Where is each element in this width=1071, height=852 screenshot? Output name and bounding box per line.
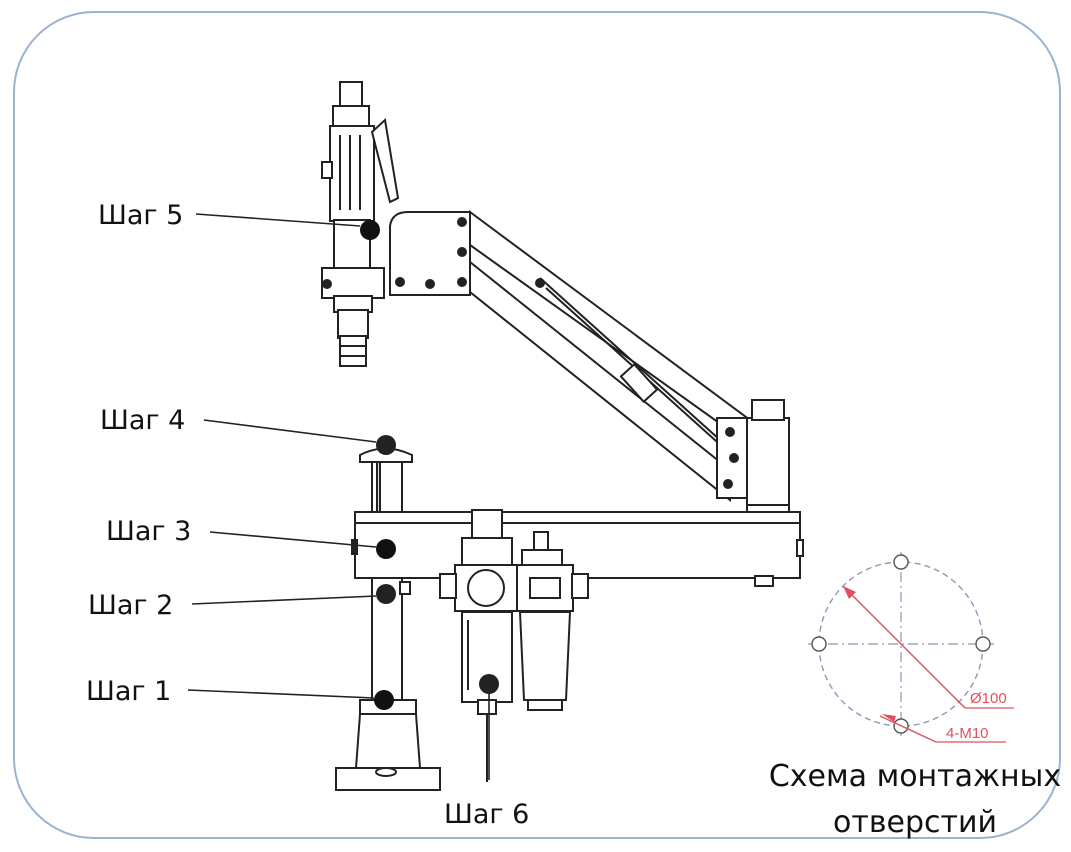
diameter-label: Ø100 — [970, 690, 1007, 707]
step-4-label: Шаг 4 — [100, 405, 185, 436]
base — [335, 713, 441, 791]
step-6-marker — [479, 674, 499, 694]
step-markers — [360, 220, 499, 710]
step-3-marker — [376, 539, 396, 559]
mounting-hole-top — [893, 554, 909, 570]
step-5-label: Шаг 5 — [98, 200, 183, 231]
step-2-label: Шаг 2 — [88, 590, 173, 621]
step-labels: Шаг 5 Шаг 4 Шаг 3 Шаг 2 Шаг 1 Шаг 6 — [86, 200, 529, 830]
step-2-marker — [376, 584, 396, 604]
diameter-dimension-line — [842, 585, 966, 709]
mounting-hole-scheme: Ø100 4-M10 Схема монтажных отверстий — [769, 552, 1061, 840]
diameter-arrow-top — [843, 586, 856, 599]
mounting-hole-left — [811, 636, 827, 652]
step-1-label: Шаг 1 — [86, 676, 171, 707]
hole-callout-arrow — [882, 714, 896, 722]
step-5-marker — [360, 220, 380, 240]
holes-label: 4-M10 — [946, 725, 989, 742]
step-6-label: Шаг 6 — [444, 799, 529, 830]
step-3-label: Шаг 3 — [106, 516, 191, 547]
tapping-head — [321, 81, 400, 367]
horizontal-boom — [351, 511, 804, 587]
mounting-hole-right — [975, 636, 991, 652]
machine-drawing — [321, 81, 804, 791]
step-4-marker — [376, 435, 396, 455]
scheme-caption-line2: отверстий — [833, 805, 997, 840]
upper-arm — [389, 210, 790, 515]
step-1-marker — [374, 690, 394, 710]
scheme-caption-line1: Схема монтажных — [769, 759, 1061, 794]
hole-callout-leader — [879, 715, 937, 743]
leader-lines — [187, 213, 490, 780]
frame-border — [13, 11, 1061, 839]
column-top — [359, 447, 413, 513]
